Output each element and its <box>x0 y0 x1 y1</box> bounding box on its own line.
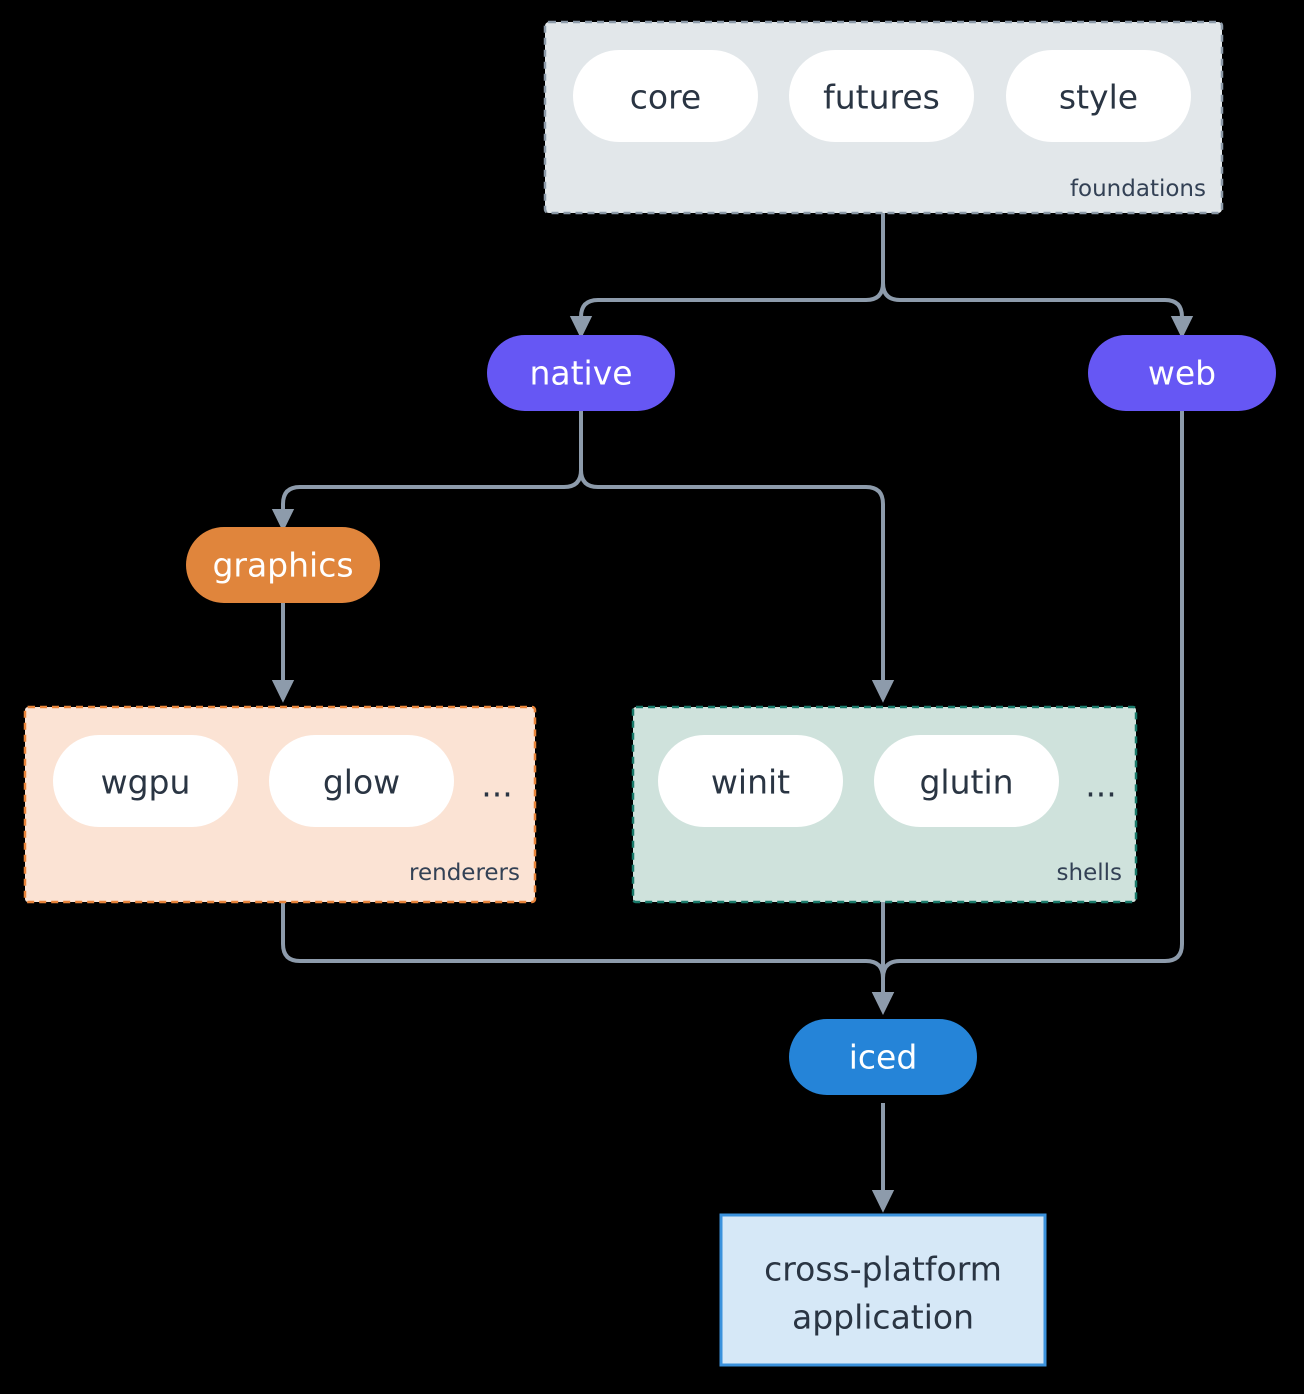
pill-glow-shape <box>269 735 454 827</box>
pill-wgpu-label: wgpu <box>101 763 191 802</box>
node-application-label-line2: application <box>792 1298 974 1337</box>
node-graphics[interactable]: graphics <box>186 527 380 603</box>
pill-winit-shape <box>658 735 843 827</box>
node-graphics-label: graphics <box>212 546 353 585</box>
node-native[interactable]: native <box>487 335 675 411</box>
pill-futures-label: futures <box>823 78 940 117</box>
pill-winit-label: winit <box>711 763 790 802</box>
edge-native-to-shells <box>579 411 895 703</box>
edge-renderers-to-iced <box>281 902 895 1015</box>
renderers-ellipsis: ... <box>481 766 512 805</box>
pill-glutin-label: glutin <box>919 763 1013 802</box>
pill-style-shape <box>1006 50 1191 142</box>
group-foundations-label: foundations <box>1070 176 1206 202</box>
group-renderers[interactable]: wgpu glow ... renderers <box>23 705 537 904</box>
node-application-label-line1: cross-platform <box>764 1250 1002 1289</box>
node-application[interactable]: cross-platform application <box>719 1213 1047 1367</box>
node-iced-label: iced <box>849 1038 918 1077</box>
group-shells[interactable]: winit glutin ... shells <box>631 705 1138 904</box>
pill-glutin[interactable]: glutin <box>874 735 1059 827</box>
pill-glow[interactable]: glow <box>269 735 454 827</box>
pill-wgpu-shape <box>53 735 238 827</box>
pill-style[interactable]: style <box>1006 50 1191 142</box>
node-application-shape <box>719 1213 1047 1367</box>
group-renderers-label: renderers <box>409 860 520 886</box>
pill-wgpu[interactable]: wgpu <box>53 735 238 827</box>
pill-winit[interactable]: winit <box>658 735 843 827</box>
node-iced-shape <box>789 1019 977 1095</box>
pill-core[interactable]: core <box>573 50 758 142</box>
node-web-shape <box>1088 335 1276 411</box>
edge-layer <box>271 213 1194 1213</box>
node-iced[interactable]: iced <box>789 1019 977 1095</box>
pill-glow-label: glow <box>323 763 400 802</box>
pill-style-label: style <box>1059 78 1138 117</box>
pill-core-label: core <box>630 78 701 117</box>
pill-core-shape <box>573 50 758 142</box>
node-native-label: native <box>529 354 632 393</box>
shells-ellipsis: ... <box>1085 766 1116 805</box>
pill-futures-shape <box>789 50 974 142</box>
node-web[interactable]: web <box>1088 335 1276 411</box>
group-shells-label: shells <box>1057 860 1122 886</box>
node-web-label: web <box>1148 354 1216 393</box>
edge-foundations-to-web <box>881 213 1194 339</box>
edge-native-to-graphics <box>271 411 583 532</box>
node-graphics-shape <box>186 527 380 603</box>
pill-glutin-shape <box>874 735 1059 827</box>
group-foundations[interactable]: core futures style foundations <box>543 20 1224 215</box>
edge-web-to-iced <box>871 411 1184 1015</box>
edge-foundations-to-native <box>569 213 885 339</box>
pill-futures[interactable]: futures <box>789 50 974 142</box>
node-native-shape <box>487 335 675 411</box>
